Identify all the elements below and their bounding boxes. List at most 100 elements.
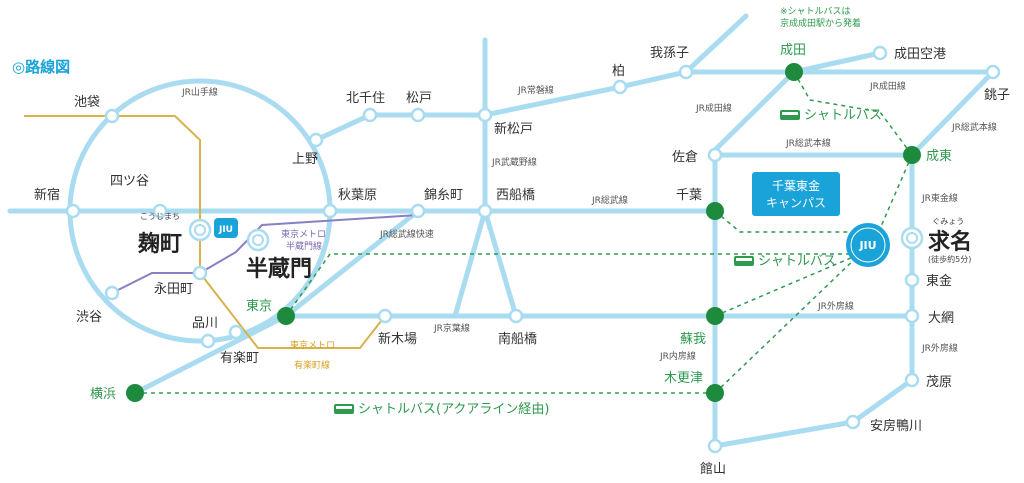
station-node-sakura	[707, 147, 723, 163]
station-node-gumyo-inner	[906, 232, 918, 244]
label-minamifunabashi: 南船橋	[498, 331, 537, 347]
label-ueno: 上野	[292, 152, 318, 167]
label-line-keiyo: JR京葉線	[433, 322, 470, 334]
label-shinkiba: 新木場	[378, 331, 417, 347]
campus-logo-text: JIU	[858, 239, 876, 252]
label-abiko: 我孫子	[650, 46, 689, 61]
label-kitasenju: 北千住	[346, 91, 385, 106]
label-gumyo: 求名	[928, 229, 972, 255]
station-node-ikebukuro	[104, 108, 120, 124]
label-shinmatsudo: 新松戸	[494, 121, 533, 137]
station-node-shinjuku	[65, 203, 81, 219]
jiu-logo-small: JIU	[214, 218, 238, 238]
label-line-yamanote: JR山手線	[181, 86, 218, 98]
label-hanzomon: 半蔵門	[246, 257, 312, 282]
shuttle-kisarazu-route	[714, 253, 861, 394]
label-shibuya: 渋谷	[76, 310, 102, 325]
label-shinagawa: 品川	[192, 316, 218, 331]
keiyo-branch	[452, 208, 488, 319]
campus-name-line2: キャンパス	[766, 196, 826, 210]
label-gumyo-walk: (徒歩約5分)	[928, 254, 971, 264]
label-naruto: 成東	[926, 148, 952, 164]
shuttle-naruto-route	[875, 154, 913, 239]
station-node-tateyama	[707, 438, 723, 454]
station-node-akihabara	[322, 203, 338, 219]
label-shinjuku: 新宿	[34, 187, 60, 203]
label-narita-airport: 成田空港	[894, 47, 946, 62]
shuttle-note-2: 京成成田駅から発着	[780, 17, 861, 29]
label-line-uchibo: JR内房線	[659, 350, 696, 362]
airport-branch	[791, 50, 883, 75]
station-node-nishifunabashi	[477, 203, 493, 219]
label-tateyama: 館山	[700, 462, 726, 477]
label-kojimachi-kana: こうじまち	[140, 212, 180, 221]
station-node-oami	[904, 308, 920, 324]
label-kojimachi: 麹町	[137, 231, 182, 257]
shuttle-chiba-route	[714, 210, 860, 233]
label-line-narita-2: JR成田線	[869, 80, 906, 92]
label-tokyo: 東京	[246, 298, 272, 314]
joban-line	[313, 69, 689, 143]
tokyo-yokohama-line	[132, 313, 289, 396]
station-node-shinagawa	[200, 333, 216, 349]
station-node-tokyo	[277, 307, 295, 325]
map-title: ◎路線図	[12, 58, 70, 76]
hanzomon-line	[111, 214, 419, 294]
station-node-matsudo	[410, 107, 426, 123]
station-node-kisarazu	[706, 384, 724, 402]
station-node-yokohama	[126, 384, 144, 402]
label-line-sotobo-1: JR外房線	[817, 300, 854, 312]
svg-text:JIU: JIU	[218, 225, 233, 235]
station-node-soga	[706, 307, 724, 325]
label-gumyo-kana: ぐみょう	[932, 217, 964, 226]
label-line-sobu-main-1: JR総武本線	[785, 137, 831, 149]
campus-name-line1: 千葉東金	[772, 178, 820, 193]
sobu-main-choshi	[909, 69, 996, 158]
shuttle-note-1: ※シャトルバスは	[780, 6, 851, 17]
label-mobara: 茂原	[926, 375, 952, 390]
label-yotsuya: 四ツ谷	[110, 174, 149, 189]
station-node-kashiwa	[612, 79, 628, 95]
shuttle-label-yokohama: シャトルバス(アクアライン経由)	[358, 402, 550, 417]
label-line-sobu-rapid: JR総武線快速	[379, 228, 434, 240]
label-kinshicho: 錦糸町	[424, 187, 463, 203]
station-node-minamifunabashi	[508, 308, 524, 324]
shuttle-soga-route	[714, 253, 861, 317]
shuttle-narita-route	[793, 71, 913, 156]
label-line-togane: JR東金線	[921, 192, 958, 204]
campus-box: 千葉東金 キャンパス	[752, 172, 840, 216]
label-line-musashino: JR武蔵野線	[491, 156, 537, 168]
label-narita: 成田	[780, 43, 806, 58]
label-yurakucho: 有楽町	[220, 350, 259, 366]
station-node-narita	[785, 63, 803, 81]
label-nagatacho: 永田町	[154, 282, 193, 297]
station-node-ueno	[308, 132, 324, 148]
label-togane: 東金	[926, 273, 952, 289]
station-node-yotsuya	[152, 203, 168, 219]
station-node-hanzomon-inner	[252, 234, 264, 246]
station-node-togane	[904, 272, 920, 288]
jr-lines	[7, 13, 996, 449]
label-akihabara: 秋葉原	[338, 188, 377, 203]
label-soga: 蘇我	[680, 332, 706, 347]
station-node-awakamogawa	[845, 414, 861, 430]
label-yokohama: 横浜	[90, 387, 116, 402]
label-chiba: 千葉	[676, 188, 702, 203]
label-nishifunabashi: 西船橋	[496, 188, 535, 203]
label-ikebukuro: 池袋	[74, 95, 100, 110]
label-sakura: 佐倉	[672, 150, 698, 165]
station-node-kojimachi-inner	[194, 224, 206, 236]
station-node-chiba	[706, 202, 724, 220]
station-node-abiko	[678, 64, 694, 80]
label-awakamogawa: 安房鴨川	[870, 418, 922, 434]
label-metro-hanzomon-2: 半蔵門線	[286, 240, 322, 252]
label-choshi: 銚子	[984, 88, 1010, 103]
station-node-yurakucho	[228, 324, 244, 340]
bus-icon	[780, 110, 800, 120]
shuttle-label-chiba: シャトルバス	[758, 254, 836, 269]
station-node-mobara	[904, 372, 920, 388]
station-node-kitasenju	[362, 107, 378, 123]
label-oami: 大網	[928, 311, 954, 326]
label-metro-yurakucho-2: 有楽町線	[294, 359, 330, 371]
